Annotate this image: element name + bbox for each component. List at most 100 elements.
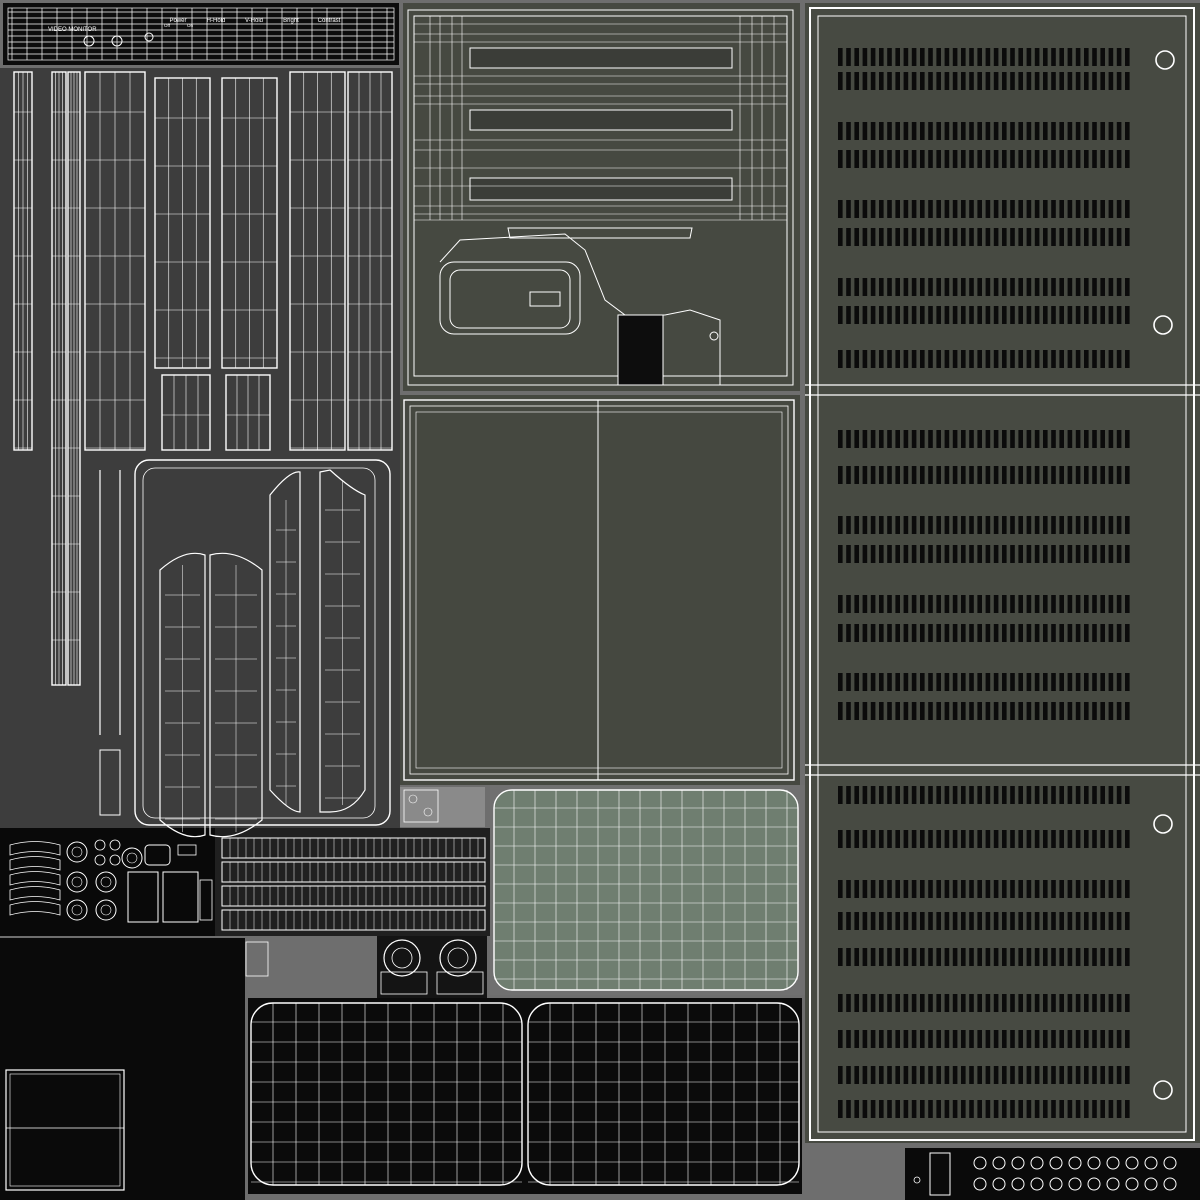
vent-slot [879, 948, 884, 966]
vent-slot [846, 200, 851, 218]
small-label-swatch [400, 787, 485, 827]
vent-slot [1059, 122, 1064, 140]
vent-slot [1026, 702, 1032, 720]
vent-slot [961, 830, 966, 848]
vent-slot [903, 516, 909, 534]
vent-slot [1125, 1100, 1130, 1118]
vent-slot [961, 228, 966, 246]
vent-slot [895, 1030, 900, 1048]
vent-slot [1010, 912, 1015, 930]
vent-slot [1075, 1100, 1081, 1118]
vent-slot [1034, 994, 1040, 1012]
vent-slot [920, 702, 925, 720]
vent-slot [1051, 545, 1056, 563]
vent-slot [1043, 72, 1048, 90]
knobs-uv-cluster [9, 839, 213, 923]
vent-slot [1084, 1066, 1089, 1084]
vent-slot [862, 545, 868, 563]
vent-slot [1059, 830, 1064, 848]
vent-slot [1092, 994, 1097, 1012]
vent-slot [1067, 830, 1073, 848]
vent-slot [985, 72, 991, 90]
vent-slot [895, 122, 900, 140]
vent-slot [887, 948, 892, 966]
vent-slot [1043, 948, 1048, 966]
vent-slot [1026, 545, 1032, 563]
vent-slot [879, 880, 884, 898]
vent-slot [920, 200, 925, 218]
vent-slot [1125, 912, 1130, 930]
vent-slot [1084, 72, 1089, 90]
vent-slot [1108, 228, 1114, 246]
vent-slot [1026, 72, 1032, 90]
vent-slot [1084, 150, 1089, 168]
vent-slot [928, 1066, 933, 1084]
vent-slot [1002, 702, 1007, 720]
vent-slot [1018, 912, 1023, 930]
vent-slot [1075, 673, 1081, 691]
vent-slot [977, 912, 982, 930]
vent-slot [928, 994, 933, 1012]
vent-slot [936, 278, 941, 296]
vent-slot [1108, 150, 1114, 168]
vent-slot [961, 1066, 966, 1084]
vent-slot [895, 200, 900, 218]
wire-rect [177, 844, 197, 856]
vent-slot [1002, 516, 1007, 534]
vent-slot [854, 228, 859, 246]
vent-slot [1043, 516, 1048, 534]
vent-slot [846, 994, 851, 1012]
vent-slot [944, 150, 950, 168]
vent-slot [993, 624, 999, 642]
vent-slot [1100, 48, 1105, 66]
vent-slot [1116, 595, 1122, 613]
vent-slot [1051, 1030, 1056, 1048]
vent-slot [1051, 278, 1056, 296]
vent-slot [952, 150, 958, 168]
vent-slot [1125, 702, 1130, 720]
vent-slot [936, 200, 941, 218]
vent-slot [1018, 702, 1023, 720]
screw-icon [1153, 814, 1173, 834]
vent-slot [1100, 880, 1105, 898]
knob-uv [126, 852, 138, 864]
vent-slot [870, 948, 876, 966]
vent-slot [977, 994, 982, 1012]
vent-slot [911, 200, 917, 218]
vent-slot [895, 306, 900, 324]
switch-label-off: Off [164, 23, 171, 28]
vent-slot [961, 200, 966, 218]
vent-slot [1010, 624, 1015, 642]
vent-slot [985, 1066, 991, 1084]
vent-slot [903, 702, 909, 720]
vent-slot [879, 1066, 884, 1084]
vent-slot [928, 545, 933, 563]
vent-slot [1034, 350, 1040, 368]
vent-slot [961, 595, 966, 613]
vent-slot [1043, 278, 1048, 296]
vent-slot [1084, 624, 1089, 642]
vent-slot [920, 430, 925, 448]
vent-slot [1092, 48, 1097, 66]
vent-slot [936, 48, 941, 66]
vent-slot [1108, 880, 1114, 898]
vent-slot [1116, 912, 1122, 930]
vent-slot [1034, 624, 1040, 642]
vent-slot [969, 1030, 974, 1048]
vent-slot [1051, 72, 1056, 90]
vent-slot [993, 1100, 999, 1118]
vent-slot [1002, 466, 1007, 484]
vent-slot [1059, 702, 1064, 720]
knob-uv [71, 904, 83, 916]
vent-slot [1108, 1066, 1114, 1084]
dial-icon [383, 939, 421, 977]
vent-slot [920, 912, 925, 930]
vent-slot [993, 150, 999, 168]
vent-slot [1125, 1066, 1130, 1084]
vent-slot [936, 350, 941, 368]
vent-slot [993, 200, 999, 218]
vent-slot [846, 1100, 851, 1118]
vent-slot [895, 595, 900, 613]
vent-slot [1010, 200, 1015, 218]
vent-slot [895, 516, 900, 534]
